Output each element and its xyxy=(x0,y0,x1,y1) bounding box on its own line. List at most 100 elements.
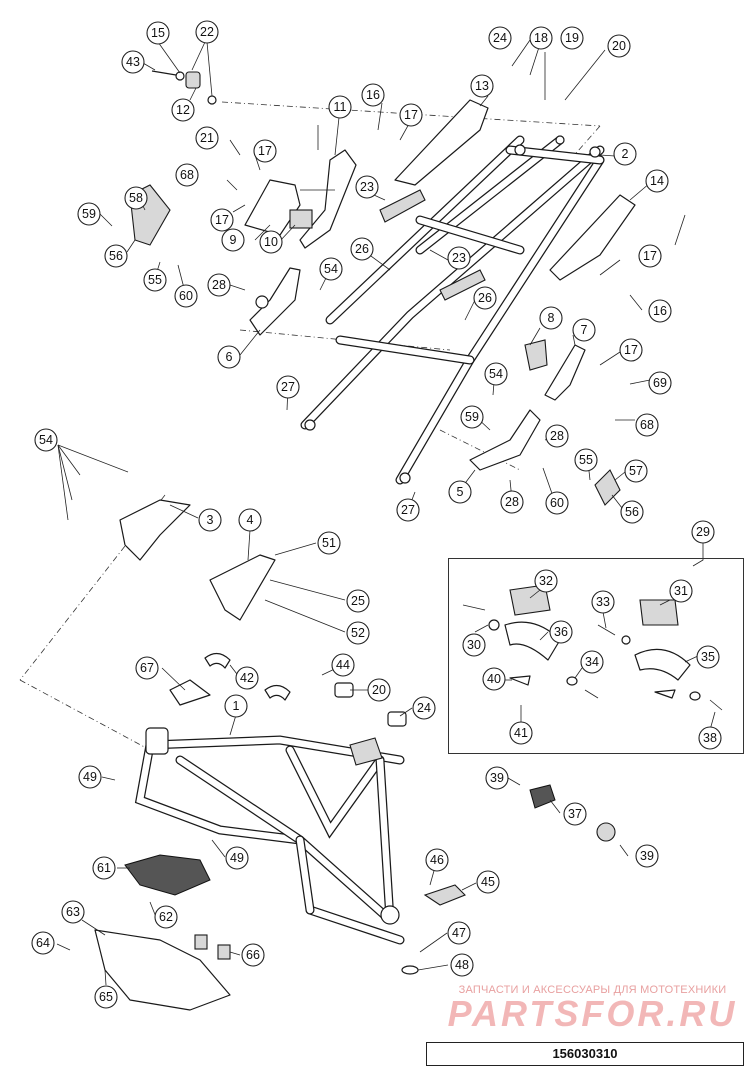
callout-17-b[interactable]: 17 xyxy=(210,208,234,232)
callout-26-b[interactable]: 26 xyxy=(473,286,497,310)
callout-66[interactable]: 66 xyxy=(241,943,265,967)
callout-63[interactable]: 63 xyxy=(61,900,85,924)
callout-6[interactable]: 6 xyxy=(217,345,241,369)
svg-text:18: 18 xyxy=(534,31,548,45)
svg-text:17: 17 xyxy=(258,144,272,158)
callout-17-e[interactable]: 17 xyxy=(619,338,643,362)
callout-49-a[interactable]: 49 xyxy=(78,765,102,789)
callout-23-a[interactable]: 23 xyxy=(355,175,379,199)
callout-14[interactable]: 14 xyxy=(645,169,669,193)
svg-text:1: 1 xyxy=(233,699,240,713)
callout-31[interactable]: 31 xyxy=(669,579,693,603)
callout-38[interactable]: 38 xyxy=(698,726,722,750)
callout-17-c[interactable]: 17 xyxy=(399,103,423,127)
callout-8[interactable]: 8 xyxy=(539,306,563,330)
callout-15[interactable]: 15 xyxy=(146,21,170,45)
callout-35[interactable]: 35 xyxy=(696,645,720,669)
callout-48[interactable]: 48 xyxy=(450,953,474,977)
callout-29[interactable]: 29 xyxy=(691,520,715,544)
callout-28-a[interactable]: 28 xyxy=(207,273,231,297)
callout-46[interactable]: 46 xyxy=(425,848,449,872)
callout-23-b[interactable]: 23 xyxy=(447,246,471,270)
callout-43[interactable]: 43 xyxy=(121,50,145,74)
svg-text:65: 65 xyxy=(99,990,113,1004)
callout-16-b[interactable]: 16 xyxy=(648,299,672,323)
callout-60-b[interactable]: 60 xyxy=(545,491,569,515)
callout-9[interactable]: 9 xyxy=(221,228,245,252)
callout-49-b[interactable]: 49 xyxy=(225,846,249,870)
callout-24-b[interactable]: 24 xyxy=(412,696,436,720)
callout-57[interactable]: 57 xyxy=(624,459,648,483)
callout-10[interactable]: 10 xyxy=(259,230,283,254)
callout-37[interactable]: 37 xyxy=(563,802,587,826)
callout-5[interactable]: 5 xyxy=(448,480,472,504)
callout-7[interactable]: 7 xyxy=(572,318,596,342)
callout-52[interactable]: 52 xyxy=(346,621,370,645)
callout-55-a[interactable]: 55 xyxy=(143,268,167,292)
callout-30[interactable]: 30 xyxy=(462,633,486,657)
callout-28-c[interactable]: 28 xyxy=(500,490,524,514)
svg-text:49: 49 xyxy=(230,851,244,865)
svg-text:24: 24 xyxy=(417,701,431,715)
callout-17-d[interactable]: 17 xyxy=(638,244,662,268)
callout-12[interactable]: 12 xyxy=(171,98,195,122)
callout-2[interactable]: 2 xyxy=(613,142,637,166)
callout-67[interactable]: 67 xyxy=(135,656,159,680)
callout-68-a[interactable]: 68 xyxy=(175,163,199,187)
callout-42[interactable]: 42 xyxy=(235,666,259,690)
callout-25[interactable]: 25 xyxy=(346,589,370,613)
callout-27-b[interactable]: 27 xyxy=(396,498,420,522)
callout-69[interactable]: 69 xyxy=(648,371,672,395)
callout-40[interactable]: 40 xyxy=(482,667,506,691)
callout-62[interactable]: 62 xyxy=(154,905,178,929)
callout-59-a[interactable]: 59 xyxy=(77,202,101,226)
callout-44[interactable]: 44 xyxy=(331,653,355,677)
callout-1[interactable]: 1 xyxy=(224,694,248,718)
callout-13[interactable]: 13 xyxy=(470,74,494,98)
callout-65[interactable]: 65 xyxy=(94,985,118,1009)
callout-18[interactable]: 18 xyxy=(529,26,553,50)
callout-54-b[interactable]: 54 xyxy=(484,362,508,386)
callout-56-b[interactable]: 56 xyxy=(620,500,644,524)
callout-32[interactable]: 32 xyxy=(534,569,558,593)
svg-text:20: 20 xyxy=(612,39,626,53)
callout-16-a[interactable]: 16 xyxy=(361,83,385,107)
callout-39-b[interactable]: 39 xyxy=(635,844,659,868)
callout-61[interactable]: 61 xyxy=(92,856,116,880)
callout-3[interactable]: 3 xyxy=(198,508,222,532)
svg-text:59: 59 xyxy=(465,410,479,424)
callout-4[interactable]: 4 xyxy=(238,508,262,532)
svg-text:54: 54 xyxy=(39,433,53,447)
callout-27-a[interactable]: 27 xyxy=(276,375,300,399)
callout-11[interactable]: 11 xyxy=(328,95,352,119)
callout-68-b[interactable]: 68 xyxy=(635,413,659,437)
callout-26-a[interactable]: 26 xyxy=(350,237,374,261)
callout-59-b[interactable]: 59 xyxy=(460,405,484,429)
callout-54-a[interactable]: 54 xyxy=(319,257,343,281)
callout-22[interactable]: 22 xyxy=(195,20,219,44)
callout-58[interactable]: 58 xyxy=(124,186,148,210)
callout-45[interactable]: 45 xyxy=(476,870,500,894)
callout-39-a[interactable]: 39 xyxy=(485,766,509,790)
callout-21[interactable]: 21 xyxy=(195,126,219,150)
svg-text:30: 30 xyxy=(467,638,481,652)
callout-20-b[interactable]: 20 xyxy=(367,678,391,702)
callout-55-b[interactable]: 55 xyxy=(574,448,598,472)
callout-28-b[interactable]: 28 xyxy=(545,424,569,448)
callout-20-a[interactable]: 20 xyxy=(607,34,631,58)
callout-64[interactable]: 64 xyxy=(31,931,55,955)
callout-17-a[interactable]: 17 xyxy=(253,139,277,163)
callout-34[interactable]: 34 xyxy=(580,650,604,674)
callout-51[interactable]: 51 xyxy=(317,531,341,555)
callout-33[interactable]: 33 xyxy=(591,590,615,614)
callout-24-a[interactable]: 24 xyxy=(488,26,512,50)
callout-19[interactable]: 19 xyxy=(560,26,584,50)
callout-36[interactable]: 36 xyxy=(549,620,573,644)
callout-47[interactable]: 47 xyxy=(447,921,471,945)
callout-60-a[interactable]: 60 xyxy=(174,284,198,308)
callout-56-a[interactable]: 56 xyxy=(104,244,128,268)
svg-text:13: 13 xyxy=(475,79,489,93)
callout-41[interactable]: 41 xyxy=(509,721,533,745)
callout-54-c[interactable]: 54 xyxy=(34,428,58,452)
svg-text:21: 21 xyxy=(200,131,214,145)
